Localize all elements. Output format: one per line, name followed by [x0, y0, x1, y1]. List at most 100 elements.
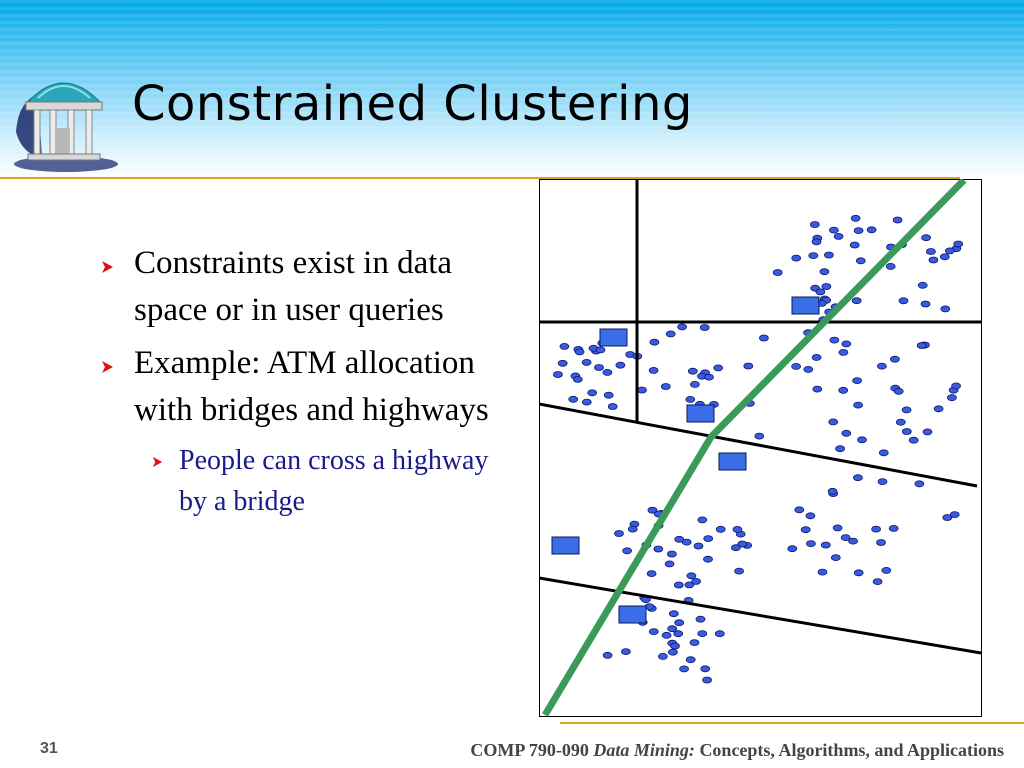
data-point: [820, 541, 831, 549]
data-point: [808, 252, 819, 259]
data-point: [664, 560, 675, 568]
data-point: [794, 506, 805, 514]
data-point: [622, 547, 632, 555]
data-point: [572, 375, 583, 383]
data-point: [677, 323, 688, 331]
sub-bullet-item: People can cross a highway by a bridge: [145, 440, 520, 522]
data-point: [821, 283, 832, 290]
data-point: [881, 566, 892, 574]
data-point: [691, 577, 702, 585]
figure-frame: [539, 179, 982, 717]
data-point: [946, 394, 957, 402]
data-point: [693, 542, 704, 550]
data-point: [703, 555, 713, 563]
data-point: [648, 628, 659, 636]
data-point: [939, 253, 950, 261]
gazebo-logo-icon: [8, 62, 118, 174]
data-point: [944, 247, 955, 255]
bullet-arrow-icon: [100, 360, 114, 374]
data-point: [898, 297, 909, 305]
data-point: [661, 631, 672, 639]
data-point: [872, 578, 883, 586]
data-point: [686, 572, 697, 580]
data-point: [908, 436, 919, 444]
data-point: [791, 362, 802, 370]
bullet-item: Constraints exist in data space or in us…: [100, 240, 520, 334]
divider-top: [0, 177, 960, 179]
data-point: [732, 525, 743, 533]
data-point: [602, 651, 613, 659]
data-point: [811, 353, 822, 361]
data-point: [730, 544, 741, 552]
data-point: [805, 540, 816, 548]
data-point: [828, 418, 839, 426]
data-point: [840, 534, 851, 542]
data-point: [853, 569, 864, 577]
data-point: [685, 656, 696, 664]
data-point: [653, 545, 664, 553]
highway: [541, 177, 967, 717]
bullet-item: Example: ATM allocation with bridges and…: [100, 340, 520, 434]
data-point: [714, 630, 725, 638]
atm-marker: [791, 296, 820, 315]
bullet-arrow-icon: [151, 456, 163, 468]
data-point: [667, 648, 678, 656]
bullet-text: Constraints exist in data space or in us…: [134, 245, 453, 328]
atm-marker: [551, 536, 580, 555]
data-point: [800, 526, 811, 534]
data-point: [660, 383, 671, 390]
data-point: [841, 340, 852, 348]
data-point: [893, 387, 904, 395]
data-point: [695, 615, 706, 623]
sub-bullet-text: People can cross a highway by a bridge: [179, 445, 489, 517]
obstacle-line: [538, 402, 978, 488]
data-point: [603, 391, 614, 399]
data-point: [895, 418, 906, 426]
obstacle-lines: [538, 180, 982, 655]
data-point: [811, 238, 822, 246]
data-point: [852, 474, 863, 482]
atm-marker: [618, 605, 647, 624]
data-point: [812, 385, 823, 393]
data-point: [559, 342, 570, 350]
data-point: [828, 226, 839, 234]
data-point: [557, 359, 568, 367]
data-point: [602, 368, 613, 376]
data-point: [647, 506, 658, 514]
atm-marker: [599, 328, 628, 347]
data-point: [853, 401, 864, 409]
data-point: [921, 234, 932, 242]
clustering-figure: [538, 177, 982, 717]
data-point: [832, 524, 843, 532]
data-point: [951, 382, 962, 390]
data-point: [646, 570, 657, 578]
data-point: [901, 428, 912, 435]
data-point: [594, 364, 604, 371]
data-point: [704, 373, 714, 381]
slide-title: Constrained Clustering: [132, 76, 693, 132]
data-point: [674, 619, 685, 627]
data-point: [838, 386, 849, 394]
data-point: [852, 377, 863, 385]
data-point: [855, 257, 866, 265]
data-point: [685, 395, 696, 403]
data-point: [866, 226, 877, 234]
data-point: [914, 480, 925, 488]
data-point: [754, 432, 765, 440]
data-point: [667, 625, 678, 633]
data-point: [658, 652, 668, 660]
data-point: [700, 665, 711, 673]
data-point: [743, 362, 754, 370]
divider-bottom: [560, 722, 1024, 724]
data-point: [940, 305, 951, 313]
data-point: [838, 348, 849, 356]
data-point: [697, 630, 708, 638]
data-point: [888, 524, 899, 532]
atm-marker: [718, 452, 747, 471]
data-point: [715, 525, 726, 533]
data-point: [673, 581, 684, 589]
header-band: [0, 0, 1024, 180]
data-point: [916, 342, 927, 349]
data-point: [595, 346, 606, 354]
data-point: [876, 539, 886, 546]
